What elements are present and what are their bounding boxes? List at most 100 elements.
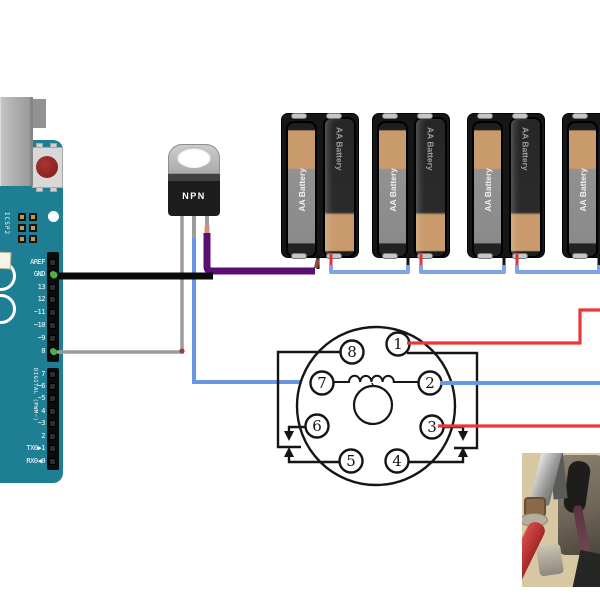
reset-button[interactable] [36, 156, 58, 178]
contact-arrow-down-right [458, 431, 468, 441]
icsp-pin [18, 224, 26, 232]
relay-pin-2-number: 2 [425, 374, 435, 392]
battery-contact [477, 113, 493, 119]
pin-socket[interactable] [49, 394, 56, 402]
contact-arrow-down-left [284, 431, 294, 441]
relay-pin-8 [339, 339, 365, 365]
relay-pin-5 [338, 448, 364, 474]
relay-pin-8-number: 8 [347, 343, 357, 361]
wire-red-battery-to-pin1 [407, 308, 600, 345]
icsp-label: ICSP2 [3, 212, 10, 236]
transistor-legs [192, 216, 209, 240]
battery-label: AA Battery [387, 168, 398, 212]
pin-label-7: 7 [41, 370, 45, 378]
pin-label-5: ~5 [37, 394, 46, 402]
pin-socket[interactable] [49, 444, 56, 452]
relay-contact-link-left [276, 350, 341, 449]
pin-label-6: ~6 [37, 382, 46, 390]
relay-coil [334, 374, 418, 383]
pin-socket[interactable] [49, 295, 56, 303]
relay-contact-pin3 [444, 425, 465, 432]
aa-battery-right: AA Battery [414, 117, 447, 258]
pin-socket[interactable] [49, 407, 56, 415]
transistor-band [168, 174, 220, 181]
pin-socket[interactable] [49, 432, 56, 440]
pin-label-gnd: GND [33, 270, 46, 278]
icsp-pin [18, 235, 26, 243]
pin-socket[interactable] [49, 419, 56, 427]
digital-pwm-label: DIGITAL (PWM~) [32, 368, 38, 422]
digital-header-top [47, 252, 59, 362]
transistor-mount-hole [177, 147, 211, 168]
wire-series-jumper-1 [329, 265, 410, 274]
pin-socket[interactable] [49, 258, 56, 266]
relay-pin-6 [304, 413, 330, 439]
relay-contact-pin5 [287, 456, 340, 464]
battery-label: AA Battery [296, 168, 307, 212]
relay-pin-7 [309, 370, 335, 396]
contact-arrow-up-right [458, 447, 468, 457]
relay-pin-4 [384, 448, 410, 474]
icsp-pin [29, 213, 37, 221]
battery-contact [291, 113, 307, 119]
arduino-board: RESET ICSP2 AREF GND 13 12 ~11 ~ [0, 140, 63, 483]
battery-contact [417, 253, 433, 259]
pin-label-13: 13 [37, 283, 46, 291]
pin-socket[interactable] [49, 283, 56, 291]
relay-coil-tap [371, 382, 375, 389]
relay-pin-3 [419, 414, 445, 440]
battery-contact [326, 113, 342, 119]
pin-socket[interactable] [49, 382, 56, 390]
gnd-connection-dot [50, 271, 56, 277]
photo-bolt [536, 543, 564, 577]
icsp-pin [29, 235, 37, 243]
pin-socket[interactable] [49, 370, 56, 378]
pin-label-10: ~10 [33, 321, 46, 329]
pin-label-8: 8 [41, 347, 45, 355]
aa-battery-left: AA Battery [377, 121, 408, 258]
wire-series-jumper-2 [419, 265, 506, 274]
pin-label-tx1: TX0▶1 [26, 444, 45, 452]
battery-negative-stubs [316, 254, 600, 269]
pin8-connection-dot [50, 348, 56, 354]
relay-pin-1 [385, 331, 411, 357]
photo-solenoid-inset [522, 453, 600, 587]
relay-pin-6-number: 6 [312, 417, 322, 435]
pin-label-2: 2 [41, 432, 45, 440]
aa-battery-right: AA Battery [509, 117, 542, 258]
battery-label: AA Battery [482, 168, 493, 212]
aa-battery-left: AA Battery [286, 121, 317, 258]
pin-socket[interactable] [49, 308, 56, 316]
pin-socket[interactable] [49, 334, 56, 342]
icsp-pin [18, 213, 26, 221]
pin-socket[interactable] [49, 457, 56, 465]
battery-label: AA Battery [425, 127, 436, 171]
aa-battery-right: AA Battery [323, 117, 356, 258]
photo-shadow [572, 549, 600, 587]
pin-label-11: ~11 [33, 308, 46, 316]
pin-socket[interactable] [49, 321, 56, 329]
contact-arrow-up-left [284, 447, 294, 457]
purple-wire-end-joint [314, 258, 320, 269]
battery-contact [382, 113, 398, 119]
battery-contact [512, 253, 528, 259]
battery-label: AA Battery [577, 168, 588, 212]
battery-contact [512, 113, 528, 119]
battery-pack-4: AA Battery AA Battery [562, 113, 600, 259]
pin-label-12: 12 [37, 295, 46, 303]
gray-wire-joint [179, 348, 185, 354]
battery-contact [477, 253, 493, 259]
usb-connector [0, 97, 33, 186]
aa-battery-left: AA Battery [472, 121, 503, 258]
battery-label: AA Battery [520, 127, 531, 171]
pin-label-9: ~9 [37, 334, 46, 342]
wire-series-jumper-3 [515, 265, 600, 274]
mounting-hole [48, 211, 59, 222]
icsp-pin [29, 224, 37, 232]
battery-contact [417, 113, 433, 119]
relay-pin-2 [417, 370, 443, 396]
pin-label-rx0: RX0◀0 [26, 457, 45, 465]
battery-contact [326, 253, 342, 259]
usb-connector-tab [33, 99, 46, 128]
